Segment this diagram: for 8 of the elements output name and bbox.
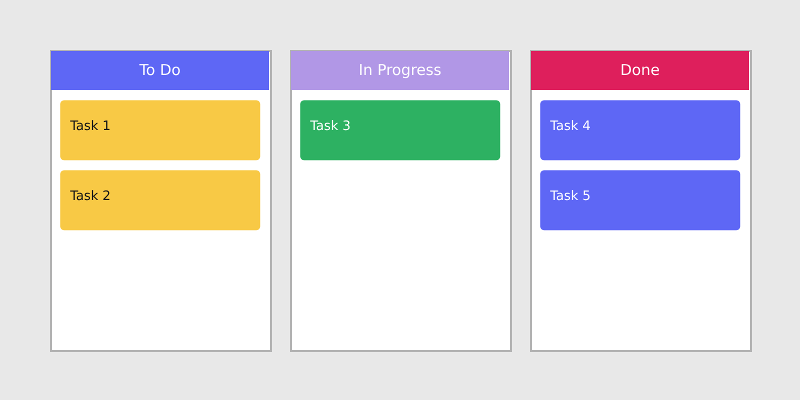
column-header: In Progress xyxy=(291,51,509,90)
task-card: Task 4 xyxy=(540,100,740,160)
task-card: Task 5 xyxy=(540,170,740,230)
task-card: Task 2 xyxy=(60,170,260,230)
column-header: Done xyxy=(531,51,749,90)
task-card: Task 3 xyxy=(300,100,500,160)
task-card: Task 1 xyxy=(60,100,260,160)
column-header: To Do xyxy=(51,51,269,90)
